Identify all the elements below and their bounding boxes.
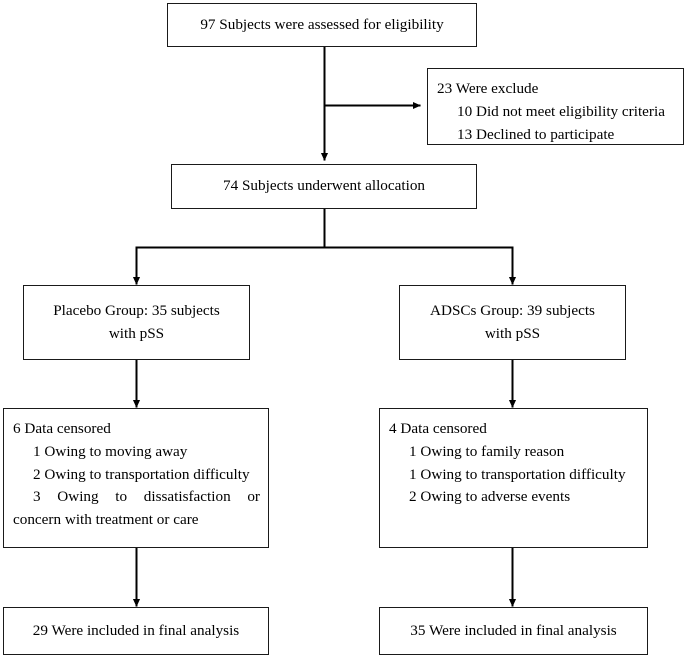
adscs-final-text: 35 Were included in final analysis [410, 621, 617, 639]
placebo-group-text: Placebo Group: 35 subjects with pSS [24, 300, 249, 346]
adscs-censored-reason-1: 1 Owing to family reason [409, 442, 565, 460]
placebo-group-line1: Placebo Group: 35 subjects [53, 301, 220, 319]
excluded-reason-2: 13 Declined to participate [457, 125, 615, 143]
allocation-text: 74 Subjects underwent allocation [222, 177, 426, 195]
adscs-censored-reason-3: 2 Owing to adverse events [409, 488, 571, 506]
enrollment-text: 97 Subjects were assessed for eligibilit… [200, 15, 444, 33]
adscs-group-line1: ADSCs Group: 39 subjects [430, 301, 595, 319]
placebo-censored-reason-1: 1 Owing to moving away [33, 442, 188, 460]
placebo-final-text: 29 Were included in final analysis [32, 621, 240, 639]
placebo-censored-reason-3-line1: 3 Owing to dissatisfaction or [33, 488, 260, 506]
adscs-censored-reason-2: 1 Owing to transportation difficulty [409, 465, 626, 483]
node-adscs-group: ADSCs Group: 39 subjects with pSS [399, 285, 626, 360]
node-adscs-final: 35 Were included in final analysis [379, 607, 648, 655]
adscs-group-text: ADSCs Group: 39 subjects with pSS [400, 300, 625, 346]
placebo-censored-reason-2: 2 Owing to transportation difficulty [33, 465, 250, 483]
node-excluded: 23 Were exclude 10 Did not meet eligibil… [427, 68, 684, 145]
node-enrollment: 97 Subjects were assessed for eligibilit… [167, 3, 477, 47]
node-placebo-final: 29 Were included in final analysis [3, 607, 269, 655]
adscs-group-line2: with pSS [484, 324, 541, 342]
node-placebo-censored: 6 Data censored 1 Owing to moving away 2… [3, 408, 269, 548]
placebo-censored-reason-3-line2: concern with treatment or care [13, 511, 199, 529]
node-placebo-group: Placebo Group: 35 subjects with pSS [23, 285, 250, 360]
placebo-group-line2: with pSS [108, 324, 165, 342]
node-adscs-censored: 4 Data censored 1 Owing to family reason… [379, 408, 648, 548]
excluded-heading: 23 Were exclude [437, 80, 539, 97]
excluded-reason-1: 10 Did not meet eligibility criteria [457, 102, 665, 120]
node-allocation: 74 Subjects underwent allocation [171, 164, 477, 209]
placebo-censored-heading: 6 Data censored [13, 420, 111, 437]
adscs-censored-heading: 4 Data censored [389, 420, 487, 437]
